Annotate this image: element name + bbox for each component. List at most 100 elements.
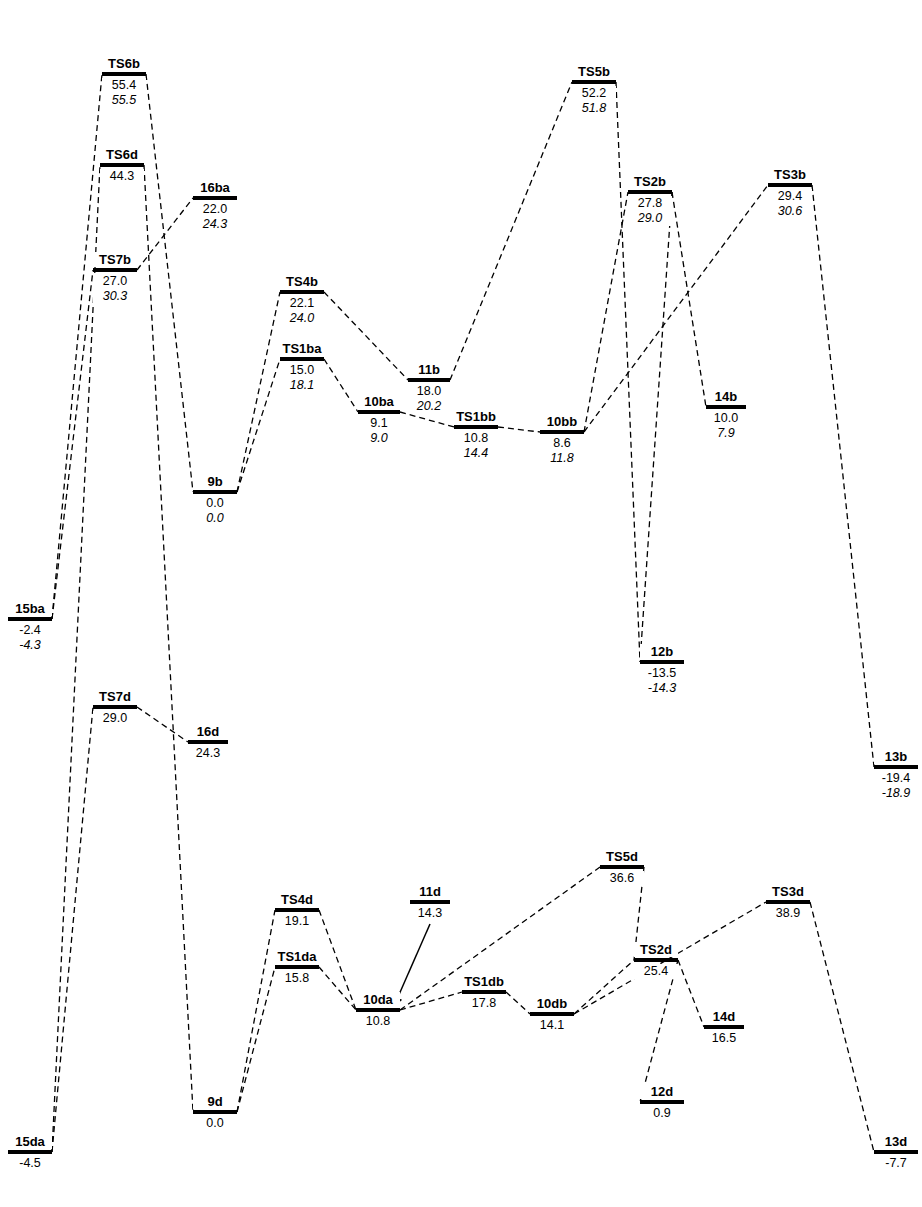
- reaction-path: [810, 902, 874, 1152]
- energy-level: 16d24.3: [188, 724, 228, 761]
- energy-bar: [634, 958, 678, 962]
- energy-value: 51.8: [572, 101, 616, 116]
- energy-value: 29.0: [628, 211, 672, 226]
- energy-value: 30.6: [768, 204, 812, 219]
- energy-value: 29.4: [768, 189, 812, 204]
- energy-bar: [358, 410, 400, 414]
- state-label: 11b: [408, 362, 450, 377]
- reaction-path: [584, 192, 628, 432]
- energy-value: 44.3: [100, 169, 144, 184]
- reaction-path: [52, 270, 93, 619]
- energy-value: 18.1: [280, 378, 324, 393]
- state-label: 10ba: [358, 394, 400, 409]
- state-label: TS4b: [280, 274, 324, 289]
- energy-value: 55.5: [102, 93, 146, 108]
- energy-level: TS6d44.3: [100, 147, 144, 184]
- state-label: TS3d: [766, 884, 810, 899]
- state-label: TS5b: [572, 64, 616, 79]
- reaction-path: [640, 960, 678, 1102]
- state-label: 10db: [530, 996, 574, 1011]
- reaction-path: [137, 707, 188, 742]
- energy-level: 14b10.07.9: [706, 389, 746, 441]
- reaction-path: [400, 867, 600, 1010]
- reaction-path: [319, 910, 356, 1010]
- energy-bar: [640, 660, 684, 664]
- energy-bar: [8, 1150, 52, 1154]
- state-label: 15da: [8, 1134, 52, 1149]
- energy-level: 13d-7.7: [874, 1134, 918, 1171]
- reaction-path: [400, 412, 454, 427]
- state-label: 10da: [356, 992, 400, 1007]
- energy-level: TS2b27.829.0: [628, 174, 672, 226]
- energy-bar: [408, 378, 450, 382]
- reaction-path: [237, 967, 275, 1112]
- reaction-path: [584, 185, 768, 432]
- energy-level: TS1da15.8: [275, 949, 319, 986]
- reaction-path: [237, 359, 280, 492]
- reaction-path: [324, 359, 358, 412]
- energy-value: 22.1: [280, 296, 324, 311]
- energy-level: 11b18.020.2: [408, 362, 450, 414]
- state-label: 13b: [874, 749, 918, 764]
- energy-value: 16.5: [704, 1031, 744, 1046]
- state-label: 14b: [706, 389, 746, 404]
- reaction-path: [400, 992, 462, 1010]
- state-label: TS5d: [600, 849, 644, 864]
- energy-value: 38.9: [766, 906, 810, 921]
- energy-level: TS4b22.124.0: [280, 274, 324, 326]
- energy-value: 0.0: [193, 1116, 237, 1131]
- reaction-path: [319, 967, 356, 1010]
- energy-value: 0.9: [640, 1106, 684, 1121]
- energy-value: -13.5: [640, 666, 684, 681]
- reaction-path: [640, 192, 672, 662]
- state-label: TS2d: [634, 942, 678, 957]
- energy-value: 7.9: [706, 426, 746, 441]
- state-label: TS6b: [102, 56, 146, 71]
- energy-level: 12b-13.5-14.3: [640, 644, 684, 696]
- energy-bar: [193, 1110, 237, 1114]
- energy-value: 18.0: [408, 384, 450, 399]
- energy-level: 13b -19.4-18.9: [874, 749, 918, 801]
- state-label: 9d: [193, 1094, 237, 1109]
- energy-bar: [540, 430, 584, 434]
- reaction-path: [506, 992, 530, 1014]
- energy-value: 14.1: [530, 1018, 574, 1033]
- energy-bar: [874, 1150, 918, 1154]
- energy-bar: [704, 1025, 744, 1029]
- energy-value: 15.8: [275, 971, 319, 986]
- energy-value: 29.0: [93, 711, 137, 726]
- state-label: 16d: [188, 724, 228, 739]
- state-label: TS2b: [628, 174, 672, 189]
- energy-bar: [275, 908, 319, 912]
- energy-bar: [530, 1012, 574, 1016]
- energy-value: 24.3: [193, 217, 237, 232]
- energy-value: -18.9: [874, 786, 918, 801]
- reaction-path: [144, 165, 193, 1112]
- reaction-path: [678, 960, 704, 1027]
- energy-value: -19.4: [874, 771, 918, 786]
- reaction-path: [574, 902, 766, 1014]
- energy-level: 15da-4.5: [8, 1134, 52, 1171]
- energy-bar: [600, 865, 644, 869]
- reaction-path: [498, 427, 540, 432]
- state-label: 12b: [640, 644, 684, 659]
- energy-level: 11d14.3: [410, 884, 450, 921]
- energy-bar: [280, 357, 324, 361]
- energy-value: 36.6: [600, 871, 644, 886]
- energy-bar: [768, 183, 812, 187]
- state-label: 12d: [640, 1084, 684, 1099]
- energy-value: -4.3: [8, 638, 52, 653]
- energy-bar: [628, 190, 672, 194]
- energy-value: 19.1: [275, 914, 319, 929]
- energy-level: 16ba22.024.3: [193, 180, 237, 232]
- state-label: TS1ba: [280, 341, 324, 356]
- state-label: TS1db: [462, 974, 506, 989]
- state-label: TS1bb: [454, 409, 498, 424]
- state-label: TS7d: [93, 689, 137, 704]
- energy-level: 15ba-2.4-4.3: [8, 601, 52, 653]
- energy-bar: [275, 965, 319, 969]
- energy-level: TS1db17.8: [462, 974, 506, 1011]
- energy-value: -2.4: [8, 623, 52, 638]
- reaction-path: [52, 165, 100, 1152]
- energy-level: 10ba9.19.0: [358, 394, 400, 446]
